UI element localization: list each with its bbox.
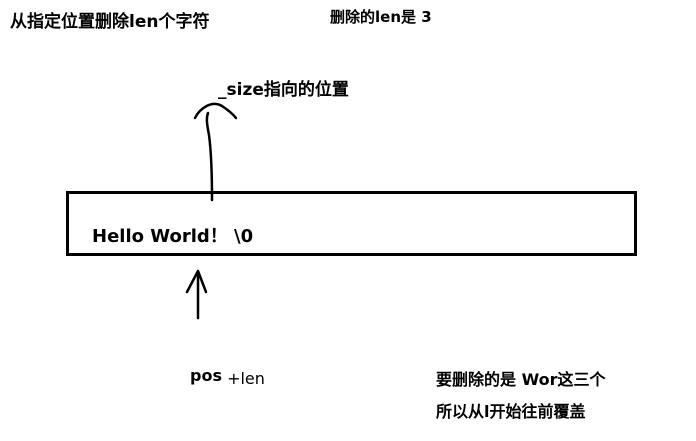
heading-delete-len-chars: 从指定位置删除len个字符 [10,12,210,32]
plus-len-text: +len [227,369,265,388]
pos-plus-len-label: pos +len [190,368,265,388]
pos-word: pos [190,366,222,385]
note-line-1: 要删除的是 Wor这三个 [436,370,606,389]
size-pointer-arrow-head [193,102,238,120]
string-buffer-box [66,191,637,256]
note-line-2: 所以从l开始往前覆盖 [436,402,586,421]
size-pointer-arrow-shaft [205,111,214,202]
size-pointer-label: _size指向的位置 [218,80,349,100]
string-buffer-content: Hello World！ \0 [92,226,254,247]
heading-len-value: 删除的len是 3 [330,8,432,26]
pos-arrow-head [185,269,208,294]
